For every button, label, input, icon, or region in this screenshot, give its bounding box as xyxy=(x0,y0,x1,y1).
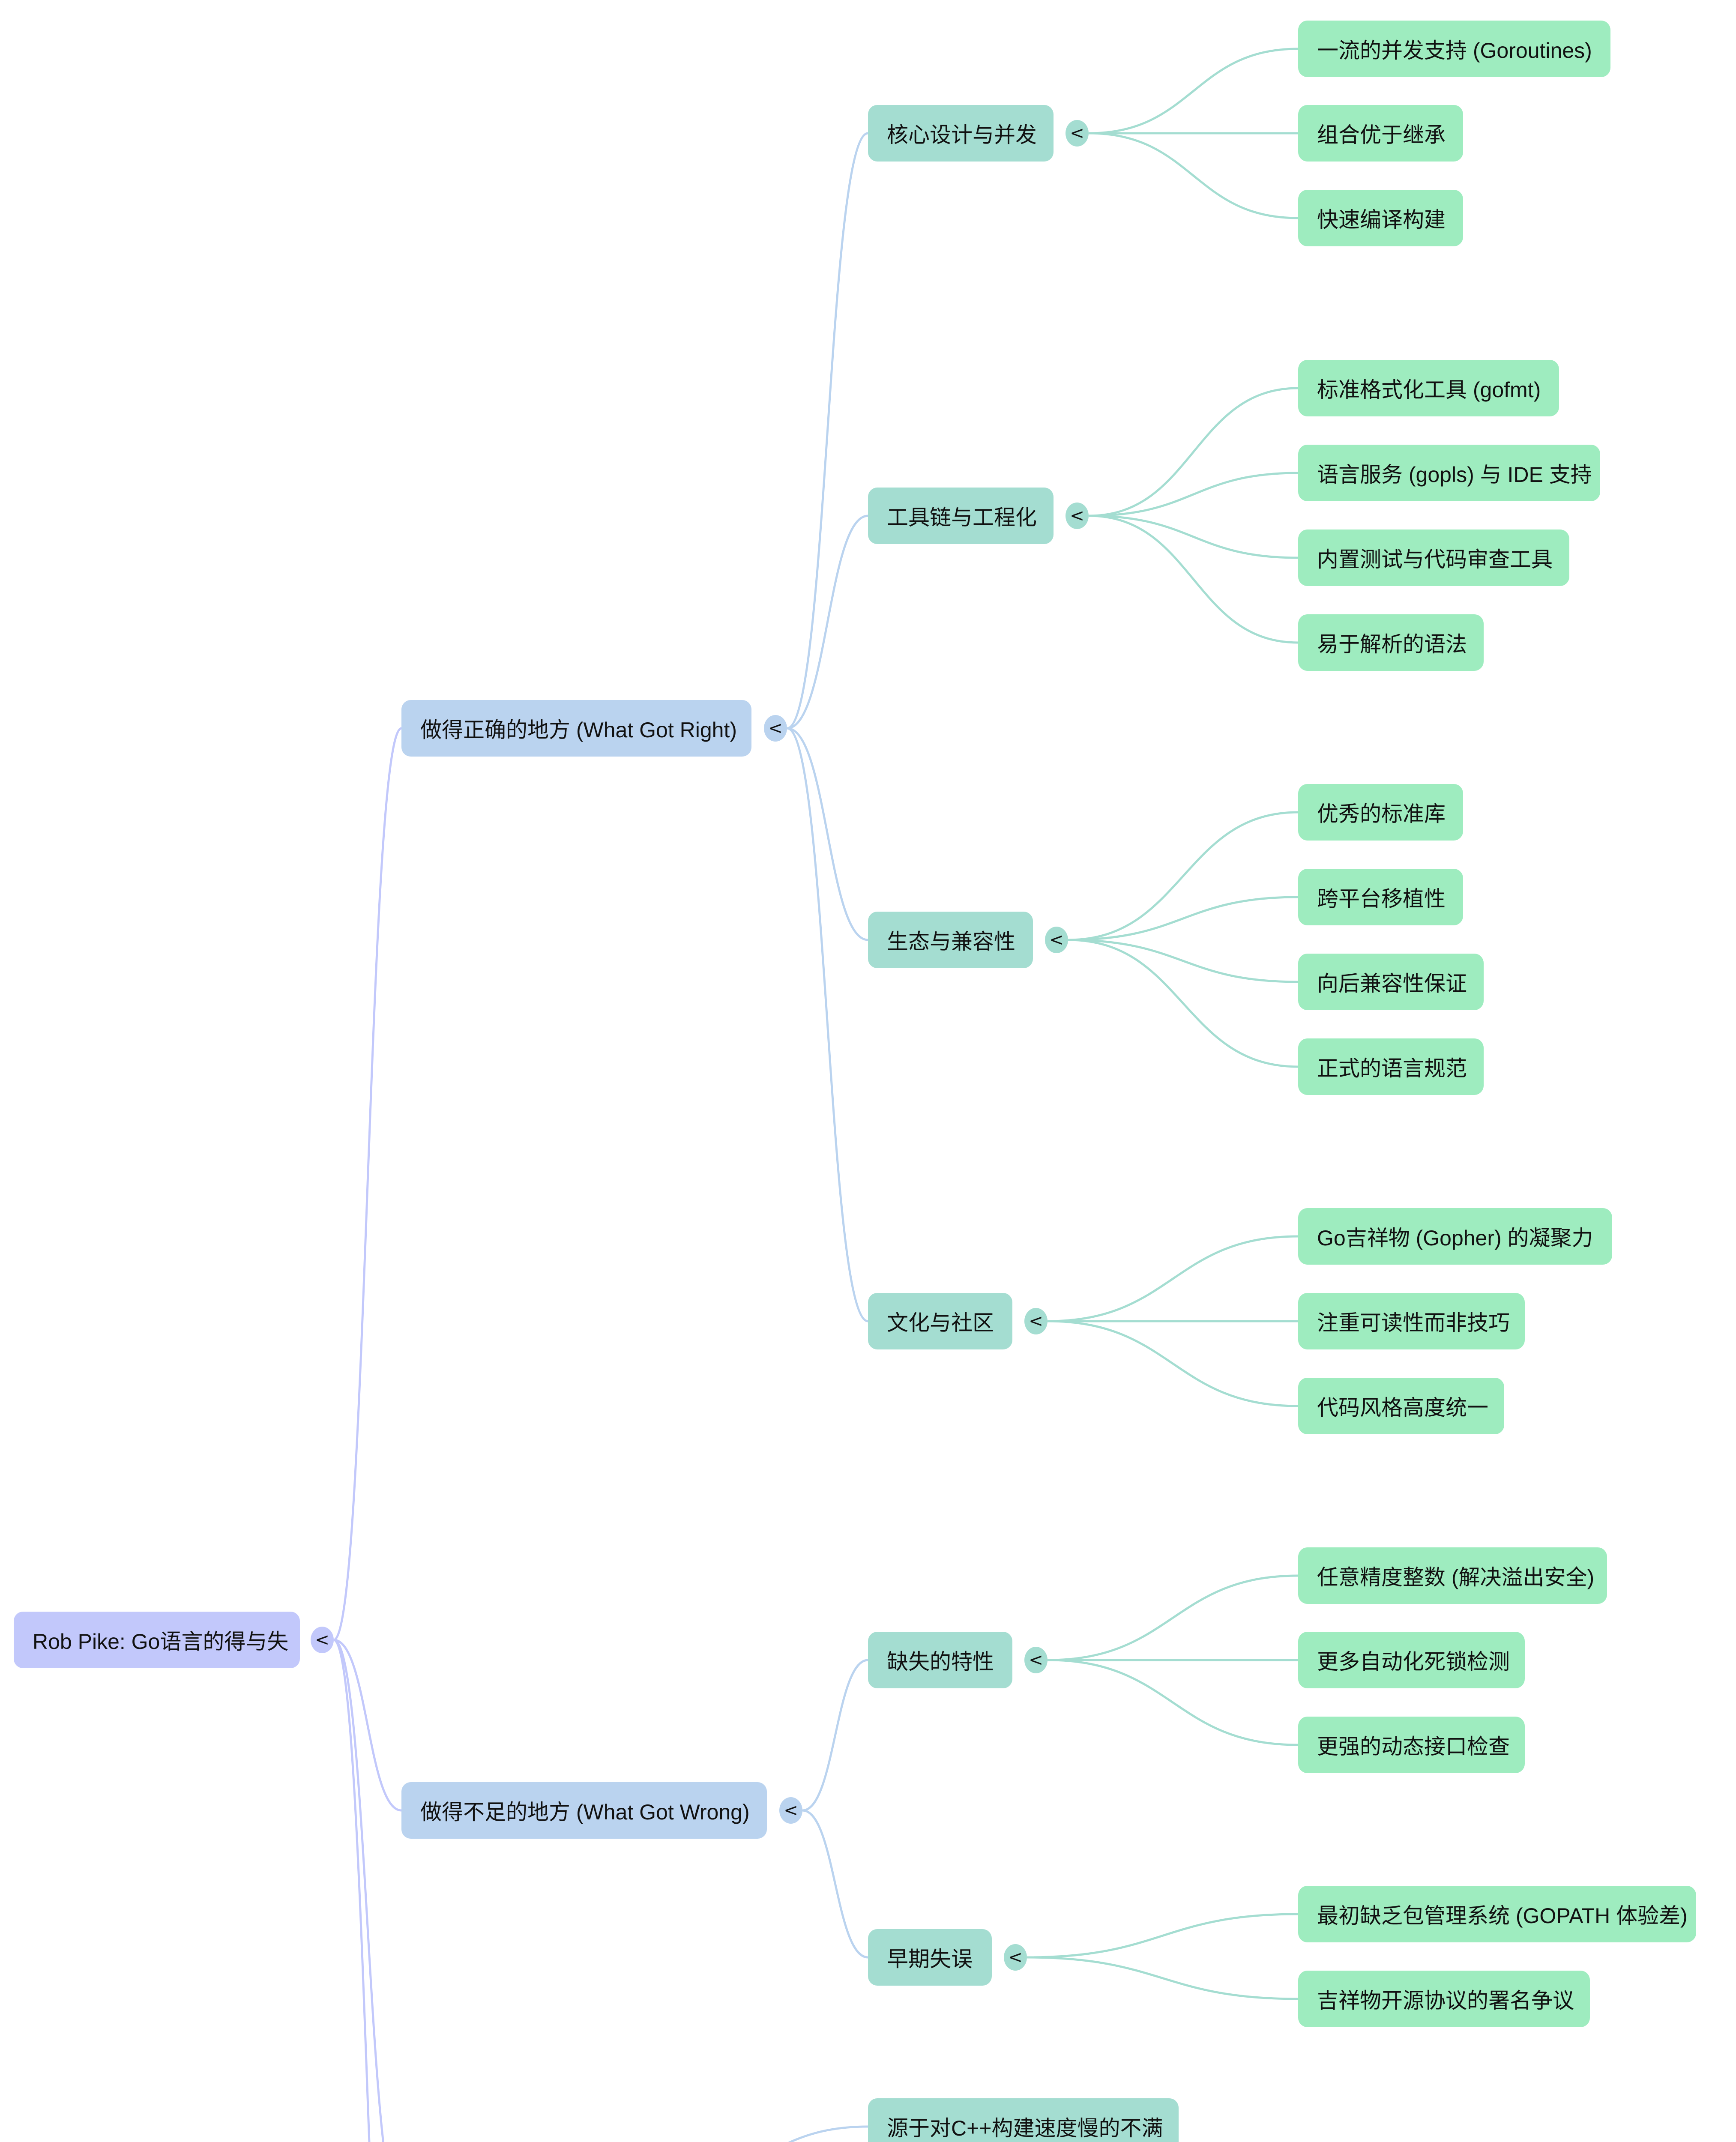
leaf-link xyxy=(1027,1956,1299,2000)
node-label: 更多自动化死锁检测 xyxy=(1317,1650,1510,1674)
branch-what-got-wrong[interactable]: 做得不足的地方 (What Got Wrong) xyxy=(401,1782,767,1839)
collapse-toggle-icon[interactable]: < xyxy=(779,1797,802,1824)
collapse-toggle-icon[interactable]: < xyxy=(1045,927,1068,953)
leaf-node[interactable]: 内置测试与代码审查工具 xyxy=(1298,530,1569,586)
leaf-link xyxy=(1068,811,1299,941)
leaf-node[interactable]: 吉祥物开源协议的署名争议 xyxy=(1298,1971,1590,2027)
node-label: 做得正确的地方 (What Got Right) xyxy=(420,718,737,742)
leaf-node[interactable]: 组合优于继承 xyxy=(1298,105,1463,162)
collapse-toggle-icon[interactable]: < xyxy=(1024,1647,1048,1673)
leaf-link xyxy=(1047,1320,1299,1407)
leaf-node[interactable]: 语言服务 (gopls) 与 IDE 支持 xyxy=(1298,445,1600,501)
node-label: 更强的动态接口检查 xyxy=(1317,1735,1510,1759)
collapse-toggle-icon[interactable]: < xyxy=(311,1627,334,1653)
leaf-node[interactable]: 最初缺乏包管理系统 (GOPATH 体验差) xyxy=(1298,1886,1696,1942)
node-label: 源于对C++构建速度慢的不满 xyxy=(887,2116,1163,2140)
leaf-link xyxy=(1047,1659,1299,1746)
branch-what-got-right[interactable]: 做得正确的地方 (What Got Right) xyxy=(401,700,751,757)
node-label: 做得不足的地方 (What Got Wrong) xyxy=(420,1800,750,1824)
leaf-node[interactable]: 注重可读性而非技巧 xyxy=(1298,1293,1525,1349)
node-label: 吉祥物开源协议的署名争议 xyxy=(1317,1989,1574,2013)
node-label: 易于解析的语法 xyxy=(1317,632,1467,656)
leaf-node[interactable]: 一流的并发支持 (Goroutines) xyxy=(1298,21,1610,77)
node-label: 向后兼容性保证 xyxy=(1317,972,1467,996)
node-label: 代码风格高度统一 xyxy=(1317,1396,1488,1420)
node-label: 标准格式化工具 (gofmt) xyxy=(1317,378,1541,402)
branch-link xyxy=(787,515,868,730)
node-label: 内置测试与代码审查工具 xyxy=(1317,547,1553,571)
node-label: 跨平台移植性 xyxy=(1317,887,1446,911)
leaf-link xyxy=(1088,472,1299,517)
node-label: 核心设计与并发 xyxy=(887,123,1037,147)
node-label: Go吉祥物 (Gopher) 的凝聚力 xyxy=(1317,1226,1593,1250)
collapse-toggle-icon[interactable]: < xyxy=(1066,503,1089,529)
leaf-node[interactable]: 任意精度整数 (解决溢出安全) xyxy=(1298,1547,1607,1604)
collapse-toggle-icon[interactable]: < xyxy=(764,715,787,742)
root-link xyxy=(333,1639,385,2142)
branch-link xyxy=(787,132,868,730)
node-label: 语言服务 (gopls) 与 IDE 支持 xyxy=(1317,463,1592,487)
node-label: 注重可读性而非技巧 xyxy=(1317,1311,1510,1335)
branch-link xyxy=(802,1809,868,1959)
branch-link xyxy=(787,727,868,1322)
topic-ecosystem[interactable]: 生态与兼容性 xyxy=(868,912,1033,968)
leaf-link xyxy=(1068,939,1299,983)
leaf-link xyxy=(1027,1913,1299,1959)
leaf-node[interactable]: 优秀的标准库 xyxy=(1298,784,1463,841)
branch-link xyxy=(787,727,868,941)
node-label: 优秀的标准库 xyxy=(1317,802,1446,826)
topic-core-design[interactable]: 核心设计与并发 xyxy=(868,105,1054,162)
leaf-link xyxy=(1068,939,1299,1068)
node-label: 正式的语言规范 xyxy=(1317,1056,1467,1080)
node-label: 快速编译构建 xyxy=(1317,208,1446,232)
node-label: 任意精度整数 (解决溢出安全) xyxy=(1317,1565,1595,1589)
node-label: 最初缺乏包管理系统 (GOPATH 体验差) xyxy=(1317,1904,1688,1928)
node-label: 缺失的特性 xyxy=(887,1650,994,1674)
topic-culture[interactable]: 文化与社区 xyxy=(868,1293,1012,1349)
node-label: 工具链与工程化 xyxy=(887,506,1037,530)
topic-early-mistakes[interactable]: 早期失误 xyxy=(868,1929,992,1986)
branch-link xyxy=(788,2125,868,2142)
collapse-toggle-icon[interactable]: < xyxy=(1024,1308,1048,1334)
leaf-link xyxy=(1088,132,1299,219)
leaf-node[interactable]: 正式的语言规范 xyxy=(1298,1038,1484,1095)
leaf-link xyxy=(1088,48,1299,135)
leaf-node[interactable]: 更多自动化死锁检测 xyxy=(1298,1632,1525,1688)
leaf-node[interactable]: Go吉祥物 (Gopher) 的凝聚力 xyxy=(1298,1208,1612,1265)
leaf-node[interactable]: 标准格式化工具 (gofmt) xyxy=(1298,360,1559,416)
leaf-link xyxy=(1068,896,1299,941)
root-link xyxy=(333,1639,402,1812)
root-node[interactable]: Rob Pike: Go语言的得与失 xyxy=(14,1612,300,1668)
leaf-node[interactable]: 易于解析的语法 xyxy=(1298,614,1484,671)
branch-link xyxy=(802,1659,868,1812)
leaf-link xyxy=(1047,1235,1299,1322)
leaf-link xyxy=(1047,1574,1299,1661)
root-link xyxy=(333,727,402,1641)
leaf-link xyxy=(1088,515,1299,644)
collapse-toggle-icon[interactable]: < xyxy=(1066,120,1089,147)
leaf-node[interactable]: 更强的动态接口检查 xyxy=(1298,1717,1525,1773)
leaf-link xyxy=(1088,387,1299,517)
node-label: 早期失误 xyxy=(887,1947,973,1971)
node-label: 文化与社区 xyxy=(887,1311,994,1335)
leaf-node[interactable]: 快速编译构建 xyxy=(1298,190,1463,246)
leaf-link xyxy=(1088,515,1299,559)
topic-toolchain[interactable]: 工具链与工程化 xyxy=(868,488,1054,544)
leaf-node[interactable]: 源于对C++构建速度慢的不满 xyxy=(868,2098,1179,2142)
node-label: 组合优于继承 xyxy=(1317,123,1446,147)
leaf-node[interactable]: 跨平台移植性 xyxy=(1298,869,1463,925)
node-label: 生态与兼容性 xyxy=(887,930,1015,954)
collapse-toggle-icon[interactable]: < xyxy=(1004,1944,1027,1971)
topic-missing-features[interactable]: 缺失的特性 xyxy=(868,1632,1012,1688)
leaf-node[interactable]: 代码风格高度统一 xyxy=(1298,1378,1504,1434)
leaf-node[interactable]: 向后兼容性保证 xyxy=(1298,954,1484,1010)
node-label: 一流的并发支持 (Goroutines) xyxy=(1317,39,1592,63)
root-link xyxy=(333,1639,371,2142)
node-label: Rob Pike: Go语言的得与失 xyxy=(33,1630,289,1654)
